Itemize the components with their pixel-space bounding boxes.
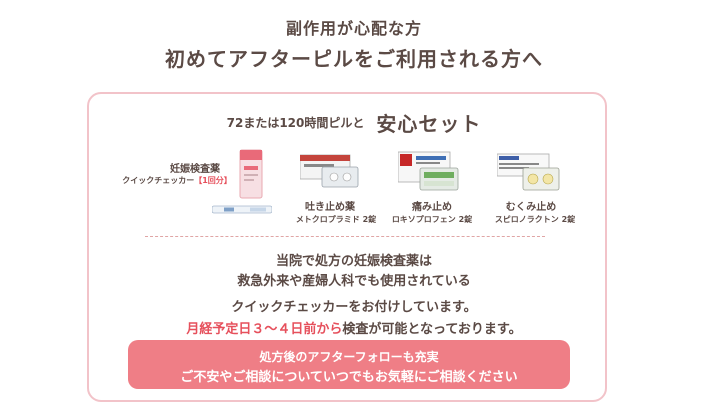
product-sub-nausea: メトクロプラミド 2錠: [295, 215, 377, 224]
product-sub-diuretic: スピロノラクトン 2錠: [494, 215, 576, 224]
message-line-4-rest: 検査が可能となっております。: [342, 322, 522, 337]
product-name-painkiller: 痛み止め: [412, 202, 452, 213]
product-name-diuretic: むくみ止め: [505, 202, 557, 213]
message-line-4-accent: 月経予定日３～４日前から: [186, 322, 343, 337]
set-title-small: 72または120時間ピルと: [226, 116, 365, 130]
message-line-2: 救急外来や産婦人科でも使用されている: [237, 274, 471, 289]
pregnancy-test-image: [212, 149, 272, 214]
pregnancy-test-sub-prefix: クイックチェッカー: [122, 176, 195, 185]
header-line-1: 副作用が心配な方: [285, 19, 422, 38]
message-line-4: 月経予定日３～４日前から検査が可能となっております。: [0, 318, 708, 337]
header-line-2: 初めてアフターピルをご利用される方へ: [165, 47, 543, 71]
pregnancy-test-name: 妊娠検査薬: [170, 164, 220, 175]
product-sub-painkiller: ロキソプロフェン 2錠: [391, 215, 473, 224]
pregnancy-test-sub: クイックチェッカー【1回分】: [112, 175, 242, 186]
dashed-divider: [145, 236, 545, 237]
message-line-3: クイックチェッカーをお付けしています。: [231, 300, 477, 315]
banner-line-2: ご不安やご相談についていつでもお気軽にご相談ください: [180, 370, 518, 385]
set-title-big: 安心セット: [376, 112, 482, 136]
set-title: 72または120時間ピルと安心セット: [0, 108, 708, 137]
pregnancy-test-sub-accent: 【1回分】: [194, 176, 232, 185]
painkiller-package-icon: [398, 151, 459, 191]
nausea-medicine-package-icon: [300, 154, 359, 188]
aftercare-banner: 処方後のアフターフォローも充実 ご不安やご相談についていつでもお気軽にご相談くだ…: [128, 340, 570, 389]
message-line-1: 当院で処方の妊娠検査薬は: [275, 254, 432, 269]
banner-line-1: 処方後のアフターフォローも充実: [259, 350, 439, 364]
diuretic-package-icon: [497, 153, 560, 191]
product-name-nausea: 吐き止め薬: [305, 202, 355, 213]
